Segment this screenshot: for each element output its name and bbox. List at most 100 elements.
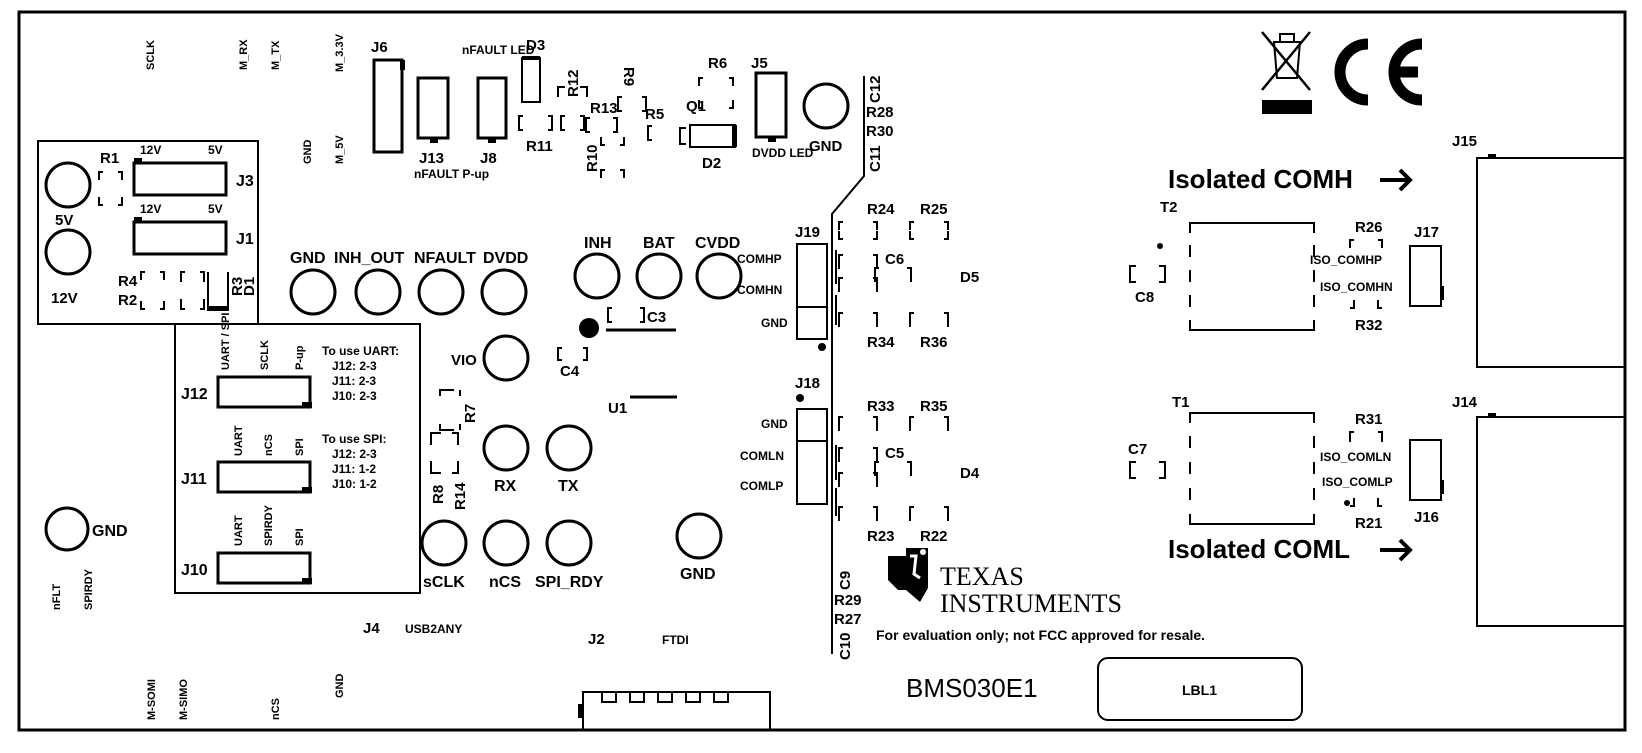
label-d2: D2	[702, 155, 721, 172]
header-j18	[796, 408, 828, 505]
label-j19-gnd: GND	[761, 316, 788, 330]
j10-label-c: SPI	[294, 528, 306, 546]
label-c12: C12	[867, 75, 884, 103]
label-gnd-bottom: GND	[334, 674, 346, 699]
label-j18: J18	[795, 375, 820, 392]
ti-logo-icon	[888, 548, 928, 602]
label-spirdy: SPIRDY	[83, 568, 95, 610]
test-point-gnd-top	[802, 82, 850, 130]
label-tp-gnd: GND	[290, 250, 326, 267]
top-components: J6 J13 nFAULT P-up nFAULT LED J8 D3 R12 …	[371, 37, 894, 654]
uart-note-j11: J11: 2-3	[332, 374, 376, 388]
jumper-j11	[216, 460, 312, 494]
label-ftdi: FTDI	[662, 633, 689, 647]
label-c3: C3	[647, 309, 666, 326]
header-j1	[132, 220, 228, 256]
label-c7: C7	[1128, 441, 1147, 458]
label-r34: R34	[867, 334, 895, 351]
label-m-5v: M_5V	[334, 135, 346, 164]
label-r27: R27	[834, 611, 862, 628]
label-comhn: COMHN	[737, 283, 782, 297]
test-point-gnd	[289, 268, 337, 316]
label-r13: R13	[590, 100, 618, 117]
label-c6: C6	[885, 251, 904, 268]
label-j8: J8	[480, 150, 497, 167]
jumper-block: UART / SPI SCLK P-up J12 UART nCS SPI J1…	[174, 313, 421, 594]
header-j6	[372, 58, 404, 154]
mid-components: C3 C4 U1 R7 R8 R14	[430, 307, 677, 510]
label-j6: J6	[371, 39, 388, 56]
label-r30: R30	[866, 123, 894, 140]
label-r11: R11	[526, 138, 553, 155]
j11-label-b: nCS	[263, 434, 275, 456]
label-r10: R10	[584, 144, 601, 172]
label-box	[1097, 657, 1303, 721]
j1-right-label: 5V	[208, 202, 223, 216]
label-nflt: nFLT	[51, 584, 63, 610]
label-tp-inh-out: INH_OUT	[334, 250, 404, 267]
label-u1: U1	[608, 400, 627, 417]
label-tp-dvdd: DVDD	[483, 250, 528, 267]
label-r36: R36	[920, 334, 948, 351]
label-tp-sclk: sCLK	[423, 574, 465, 591]
label-nfault-led: nFAULT LED	[462, 43, 535, 57]
label-j10: J10	[181, 562, 208, 579]
label-tp-rx: RX	[494, 478, 517, 495]
test-point-spi-rdy	[545, 519, 593, 567]
jumper-j10	[216, 551, 312, 585]
label-iso-comhn: ISO_COMHN	[1320, 280, 1393, 294]
label-c10: C10	[837, 632, 854, 660]
spi-note-j10: J10: 1-2	[332, 477, 377, 491]
label-iso-comlp: ISO_COMLP	[1322, 475, 1393, 489]
comm-upper: J19 COMHP COMHN GND R24 R25 C6 D5 R34 R3…	[737, 201, 979, 351]
label-r25: R25	[920, 201, 948, 218]
test-point-gnd-mid	[675, 512, 723, 560]
test-point-sclk	[420, 519, 468, 567]
label-q1: Q1	[686, 98, 706, 115]
label-m-rx: M_RX	[238, 39, 250, 70]
label-r28: R28	[866, 104, 894, 121]
board-name: BMS030E1	[906, 673, 1038, 703]
label-r7: R7	[462, 404, 479, 423]
label-r32: R32	[1355, 317, 1383, 334]
label-j16: J16	[1414, 509, 1439, 526]
label-r33: R33	[867, 398, 895, 415]
label-r1: R1	[100, 150, 119, 167]
label-t2: T2	[1160, 199, 1178, 216]
label-d1: D1	[241, 277, 258, 296]
brand-line1: TEXAS	[940, 562, 1024, 591]
label-tp-vio: VIO	[451, 352, 477, 369]
test-points: GND INH_OUT NFAULT DVDD INH BAT CVDD VIO…	[289, 235, 743, 591]
label-r8: R8	[430, 485, 447, 504]
label-5v: 5V	[55, 212, 73, 229]
label-j1: J1	[236, 231, 254, 248]
test-point-gnd-left	[44, 506, 90, 552]
test-point-inh-out	[354, 268, 402, 316]
label-r23: R23	[867, 528, 895, 545]
header-j19	[796, 243, 828, 340]
label-j5: J5	[751, 55, 768, 72]
label-j14: J14	[1452, 394, 1478, 411]
arrow-right-icon	[1380, 538, 1413, 562]
header-j17	[1409, 245, 1442, 307]
label-r21: R21	[1355, 515, 1383, 532]
label-c5: C5	[885, 445, 904, 462]
test-point-tx	[545, 424, 593, 472]
test-point-cvdd	[695, 252, 743, 300]
brand-line2: INSTRUMENTS	[940, 589, 1122, 618]
test-point-inh	[573, 252, 621, 300]
label-r9: R9	[620, 67, 637, 86]
label-r31: R31	[1355, 411, 1383, 428]
uart-note-j12: J12: 2-3	[332, 359, 377, 373]
ce-mark-icon	[1334, 38, 1423, 106]
label-j3: J3	[236, 173, 254, 190]
iso-lower: T1 C7 R31 ISO_COMLN ISO_COMLP R21 J16 J1…	[1128, 394, 1625, 627]
spi-note-j11: J11: 1-2	[332, 462, 376, 476]
label-usb2any: USB2ANY	[405, 622, 462, 636]
j11-label-a: UART	[233, 425, 245, 456]
label-d3: D3	[526, 37, 545, 54]
j3-right-label: 5V	[208, 143, 223, 157]
label-r24: R24	[867, 201, 895, 218]
header-j13	[416, 76, 450, 140]
label-c8: C8	[1135, 289, 1154, 306]
